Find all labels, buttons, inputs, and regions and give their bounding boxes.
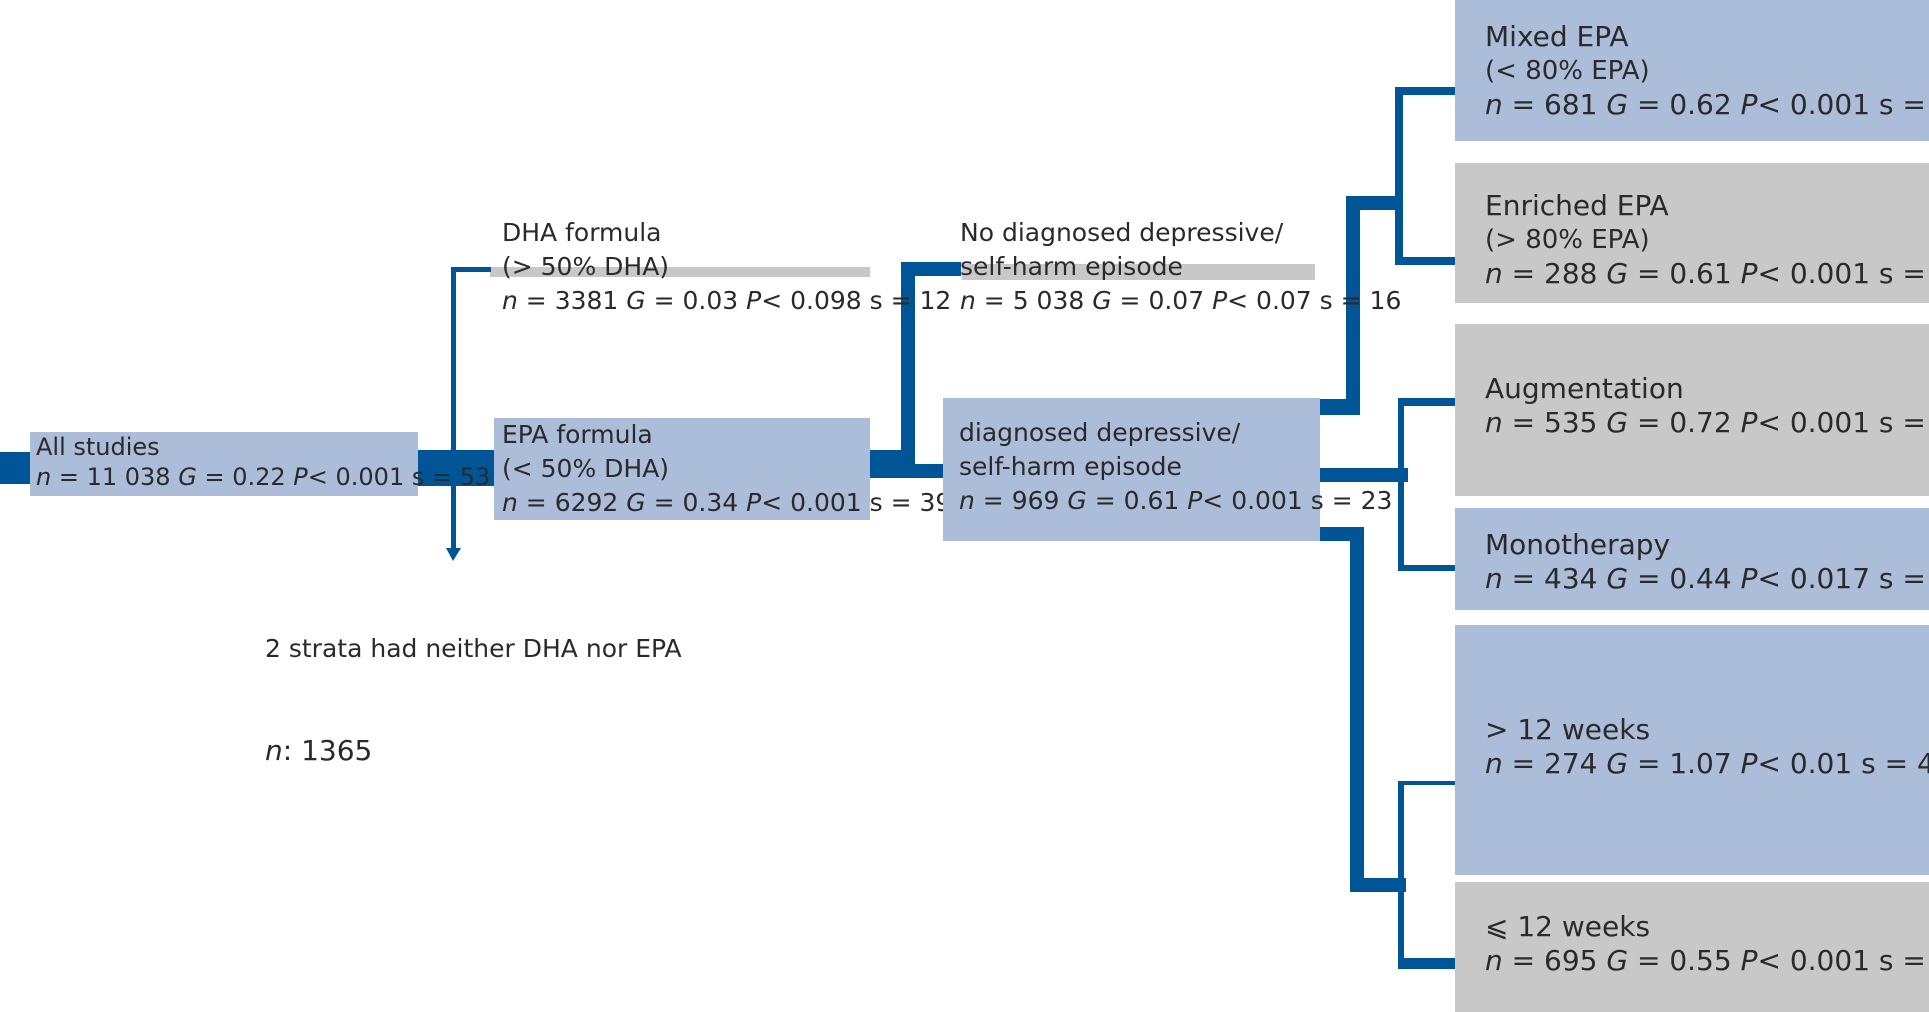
node-title: Mixed EPA: [1485, 20, 1629, 53]
node-augmentation: Augmentation n = 535 G = 0.72 P< 0.001 s…: [1455, 324, 1929, 496]
node-dha-formula: DHA formula (> 50% DHA) n = 3381 G = 0.0…: [496, 216, 952, 318]
edge-epa-split-vertical-2: [1346, 196, 1360, 415]
dha-gray-bar: [490, 267, 870, 277]
node-stats: n = 969 G = 0.61 P< 0.001 s = 23: [959, 486, 1393, 515]
note-count: n: 1365: [265, 734, 373, 767]
edge-to-mono: [1398, 565, 1455, 571]
node-stats: n = 3381 G = 0.03 P< 0.098 s = 12: [502, 286, 952, 315]
note-neither-strata: 2 strata had neither DHA nor EPA n: 1365: [265, 564, 682, 802]
node-subtitle: (< 80% EPA): [1485, 56, 1650, 86]
edge-root-stub: [0, 452, 30, 484]
node-subtitle: self-harm episode: [959, 452, 1182, 481]
edge-to-enriched: [1395, 257, 1455, 265]
node-title: ⩽ 12 weeks: [1485, 910, 1651, 943]
node-title: DHA formula: [502, 218, 662, 247]
node-all-studies: All studies n = 11 038 G = 0.22 P< 0.001…: [30, 432, 491, 496]
edge-duration-stub: [1350, 878, 1406, 892]
node-title: > 12 weeks: [1485, 713, 1651, 746]
node-stats: n = 11 038 G = 0.22 P< 0.001 s = 53: [36, 463, 491, 491]
edge-epa-out: [870, 450, 905, 478]
edge-diag-to-therapy: [1320, 468, 1408, 482]
node-epa-formula: EPA formula (< 50% DHA) n = 6292 G = 0.3…: [494, 418, 952, 520]
edge-to-diag: [901, 464, 943, 478]
edge-split-dha-vertical: [451, 267, 456, 553]
node-no-diagnosed: No diagnosed depressive/ self-harm episo…: [952, 216, 1402, 318]
node-title: EPA formula: [502, 420, 653, 449]
node-stats: n = 535 G = 0.72 P< 0.001 s = 15: [1485, 406, 1926, 439]
node-title: Augmentation: [1485, 372, 1684, 405]
edge-to-mixed: [1395, 87, 1455, 95]
node-le-12-weeks: ⩽ 12 weeks n = 695 G = 0.55 P< 0.001 s =…: [1455, 882, 1929, 1012]
nodiag-gray-bar: [962, 264, 1315, 280]
node-subtitle: self-harm episode: [960, 252, 1183, 281]
node-stats: n = 681 G = 0.62 P< 0.001 s = 13: [1485, 88, 1926, 121]
node-subtitle: (> 80% EPA): [1485, 225, 1650, 255]
edge-to-augment: [1398, 398, 1455, 406]
node-stats: n = 434 G = 0.44 P< 0.017 s = 8: [1485, 562, 1926, 595]
node-mixed-epa: Mixed EPA (< 80% EPA) n = 681 G = 0.62 P…: [1455, 0, 1929, 141]
edge-duration-vertical: [1350, 527, 1364, 892]
node-title: Enriched EPA: [1485, 189, 1669, 222]
edge-split-dha-horizontal: [451, 267, 491, 272]
node-title: diagnosed depressive/: [959, 418, 1241, 447]
edge-therapy-vertical: [1398, 398, 1404, 571]
edge-to-le12: [1398, 958, 1455, 969]
node-enriched-epa: Enriched EPA (> 80% EPA) n = 288 G = 0.6…: [1455, 163, 1929, 303]
node-monotherapy: Monotherapy n = 434 G = 0.44 P< 0.017 s …: [1455, 508, 1929, 610]
edge-to-nodiag: [901, 262, 961, 276]
node-stats: n = 695 G = 0.55 P< 0.001 s = 19: [1485, 944, 1926, 977]
edge-gt12-le12-vertical: [1398, 781, 1404, 969]
edge-arrow-head: [446, 548, 461, 561]
node-stats: n = 6292 G = 0.34 P< 0.001 s = 39: [502, 488, 952, 517]
node-subtitle: (> 50% DHA): [502, 252, 670, 281]
node-gt-12-weeks: > 12 weeks n = 274 G = 1.07 P< 0.01 s = …: [1455, 625, 1929, 875]
note-text: 2 strata had neither DHA nor EPA: [265, 634, 682, 663]
node-subtitle: (< 50% DHA): [502, 454, 670, 483]
node-title: No diagnosed depressive/: [960, 218, 1284, 247]
edge-to-gt12: [1398, 781, 1455, 785]
node-stats: n = 5 038 G = 0.07 P< 0.07 s = 16: [960, 286, 1402, 315]
node-stats: n = 274 G = 1.07 P< 0.01 s = 4: [1485, 747, 1929, 780]
node-title: All studies: [36, 433, 160, 461]
node-stats: n = 288 G = 0.61 P< 0.001 s = 10: [1485, 257, 1926, 290]
node-diagnosed: diagnosed depressive/ self-harm episode …: [943, 398, 1393, 541]
edge-epa-split-stub: [1346, 196, 1400, 210]
node-title: Monotherapy: [1485, 528, 1671, 561]
edge-mixed-enriched-vertical: [1395, 87, 1403, 265]
edge-epa-split-vertical: [901, 262, 915, 478]
